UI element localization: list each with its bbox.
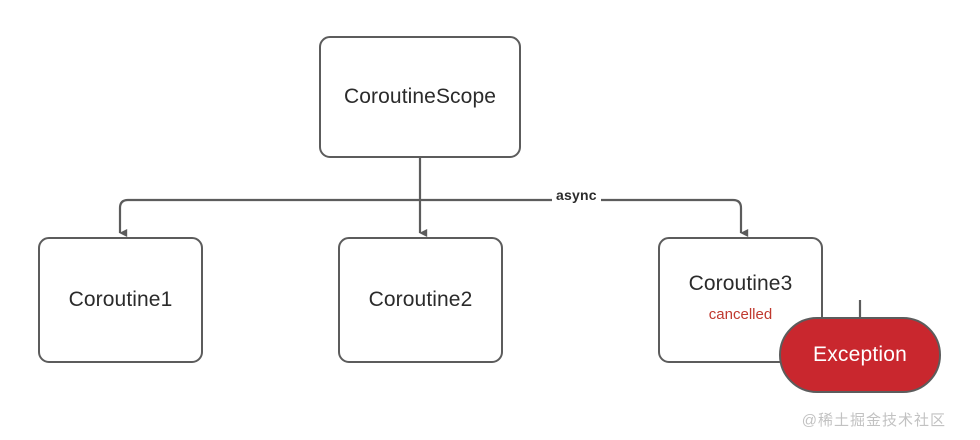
edge-scope-to-coroutine3	[420, 198, 749, 238]
node-coroutine1-label: Coroutine1	[68, 287, 173, 311]
node-coroutine2[interactable]: Coroutine2	[338, 237, 503, 363]
node-coroutine-scope[interactable]: CoroutineScope	[319, 36, 521, 158]
edge-scope-to-coroutine1	[118, 198, 420, 238]
node-coroutine-scope-label: CoroutineScope	[344, 84, 496, 108]
edge-label-async: async	[552, 188, 601, 202]
node-coroutine2-label: Coroutine2	[368, 287, 473, 311]
watermark: @稀土掘金技术社区	[801, 412, 946, 429]
node-exception[interactable]: Exception	[779, 317, 941, 393]
node-coroutine1[interactable]: Coroutine1	[38, 237, 203, 363]
node-coroutine3-content: Coroutine3 cancelled	[689, 271, 793, 325]
node-coroutine3-status: cancelled	[708, 306, 773, 324]
node-coroutine3-label: Coroutine3	[688, 272, 793, 296]
node-exception-label: Exception	[812, 343, 908, 366]
